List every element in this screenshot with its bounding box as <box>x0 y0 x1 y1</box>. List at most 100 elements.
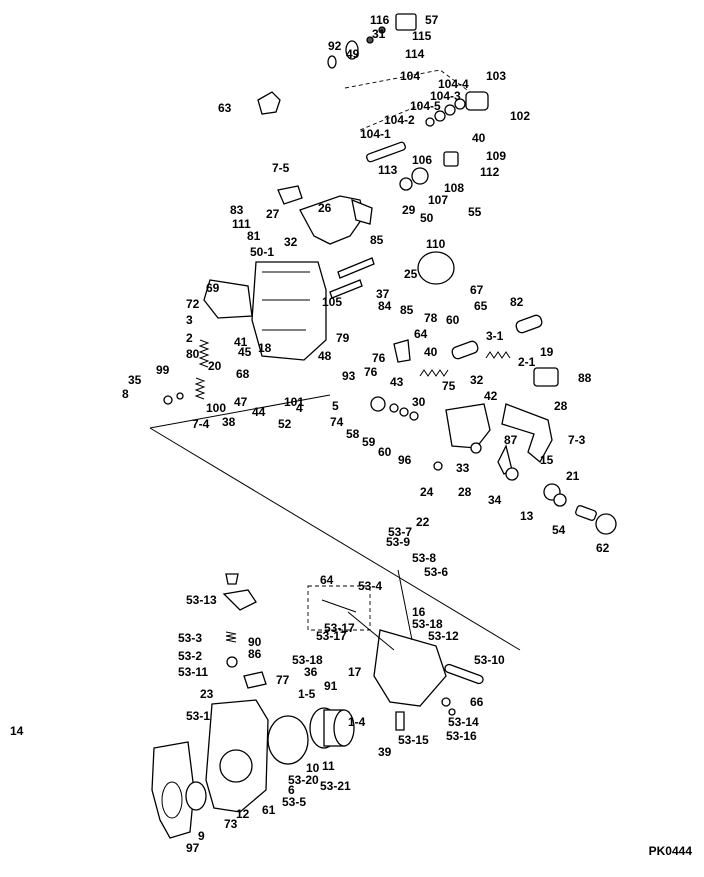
part-callout-label: 13 <box>520 509 534 523</box>
part-callout-label: 12 <box>236 807 250 821</box>
part-callout-label: 21 <box>566 469 580 483</box>
part-callout-label: 8 <box>122 387 129 401</box>
part-callout-label: 30 <box>412 395 426 409</box>
part-callout-label: 107 <box>428 193 448 207</box>
part-callout-label: 33 <box>456 461 470 475</box>
part-callout-label: 67 <box>470 283 484 297</box>
part-callout-label: 53-11 <box>178 665 208 679</box>
part-callout-label: 9 <box>198 829 205 843</box>
part-callout-label: 76 <box>372 351 386 365</box>
part-callout-label: 83 <box>230 203 244 217</box>
part-callout-label: 32 <box>470 373 484 387</box>
part-callout-label: 111 <box>232 217 251 231</box>
part-callout-label: 86 <box>248 647 262 661</box>
part-callout-label: 90 <box>248 635 262 649</box>
figure-code: PK0444 <box>648 844 692 858</box>
part-callout-label: 53-18 <box>412 617 443 631</box>
part-callout-label: 108 <box>444 181 464 195</box>
part-callout-label: 106 <box>412 153 432 167</box>
part-callout-label: 48 <box>318 349 332 363</box>
part-callout-label: 105 <box>322 295 342 309</box>
part-callout-label: 6 <box>288 783 295 797</box>
part-callout-label: 115 <box>412 29 432 43</box>
part-callout-label: 72 <box>186 297 200 311</box>
part-callout-label: 18 <box>258 341 272 355</box>
part-callout-label: 45 <box>238 345 252 359</box>
part-callout-label: 68 <box>236 367 250 381</box>
part-callout-label: 40 <box>424 345 438 359</box>
part-callout-label: 53-7 <box>388 525 412 539</box>
part-callout-label: 40 <box>472 131 486 145</box>
part-callout-label: 50-1 <box>250 245 274 259</box>
part-callout-label: 62 <box>596 541 610 555</box>
part-callout-label: 53-18 <box>292 653 323 667</box>
part-callout-label: 53-12 <box>428 629 459 643</box>
part-callout-label: 53-2 <box>178 649 202 663</box>
part-callout-label: 7-4 <box>192 417 210 431</box>
lower-assembly-parts <box>151 569 484 839</box>
part-callout-label: 15 <box>540 453 554 467</box>
part-callout-label: 10 <box>306 761 320 775</box>
part-callout-label: 16 <box>412 605 426 619</box>
part-callout-label: 44 <box>252 405 266 419</box>
part-callout-label: 85 <box>400 303 414 317</box>
part-callout-label: 42 <box>484 389 498 403</box>
part-callout-label: 74 <box>330 415 344 429</box>
part-callout-label: 91 <box>324 679 338 693</box>
part-callout-label: 27 <box>266 207 280 221</box>
part-callout-label: 53-17 <box>316 629 347 643</box>
upper-assembly-parts <box>163 13 617 535</box>
part-callout-label: 55 <box>468 205 482 219</box>
part-callout-label: 2 <box>186 331 193 345</box>
part-callout-label: 24 <box>420 485 434 499</box>
part-callout-label: 53-17 <box>324 621 355 635</box>
part-callout-label: 53-9 <box>386 535 410 549</box>
part-callout-label: 1-4 <box>348 715 366 729</box>
part-callout-label: 11 <box>322 759 335 773</box>
part-callout-label: 52 <box>278 417 292 431</box>
part-callout-label: 38 <box>222 415 236 429</box>
part-callout-label: 53-1 <box>186 709 210 723</box>
part-callout-label: 43 <box>390 375 404 389</box>
part-callout-label: 3 <box>186 313 193 327</box>
part-callout-label: 53-20 <box>288 773 319 787</box>
part-callout-label: 79 <box>336 331 350 345</box>
part-callout-label: 64 <box>320 573 334 587</box>
part-callout-label: 59 <box>362 435 376 449</box>
part-callout-label: 17 <box>348 665 362 679</box>
section-divider-lines <box>149 394 521 651</box>
part-callout-label: 93 <box>342 369 356 383</box>
part-callout-label: 104-2 <box>384 113 415 127</box>
part-callout-label: 53-16 <box>446 729 477 743</box>
part-callout-label: 57 <box>425 13 439 27</box>
part-callout-label: 69 <box>206 281 220 295</box>
part-callout-label: 41 <box>234 335 248 349</box>
part-callout-label: 97 <box>186 841 200 855</box>
part-callout-label: 53-14 <box>448 715 479 729</box>
part-callout-label: 113 <box>378 163 398 177</box>
part-callout-label: 104-3 <box>430 89 461 103</box>
part-callout-label: 50 <box>420 211 434 225</box>
part-callout-label: 32 <box>284 235 298 249</box>
part-callout-label: 5 <box>332 399 339 413</box>
part-callout-label: 7-5 <box>272 161 290 175</box>
part-callout-label: 92 <box>328 39 342 53</box>
part-callout-label: 35 <box>128 373 142 387</box>
part-callout-label: 78 <box>424 311 438 325</box>
part-callout-label: 85 <box>370 233 384 247</box>
part-callout-label: 102 <box>510 109 530 123</box>
part-callout-label: 14 <box>10 724 24 738</box>
part-callout-label: 66 <box>470 695 484 709</box>
part-callout-label: 28 <box>554 399 568 413</box>
part-callout-label: 88 <box>578 371 592 385</box>
part-callout-label: 100 <box>206 401 226 415</box>
part-callout-label: 63 <box>218 101 232 115</box>
part-callout-label: 60 <box>446 313 460 327</box>
part-callout-label: 82 <box>510 295 524 309</box>
part-callout-label: 22 <box>416 515 430 529</box>
part-callout-label: 53-21 <box>320 779 351 793</box>
part-callout-label: 2-1 <box>518 355 536 369</box>
part-callout-label: 25 <box>404 267 418 281</box>
part-callout-label: 64 <box>414 327 428 341</box>
